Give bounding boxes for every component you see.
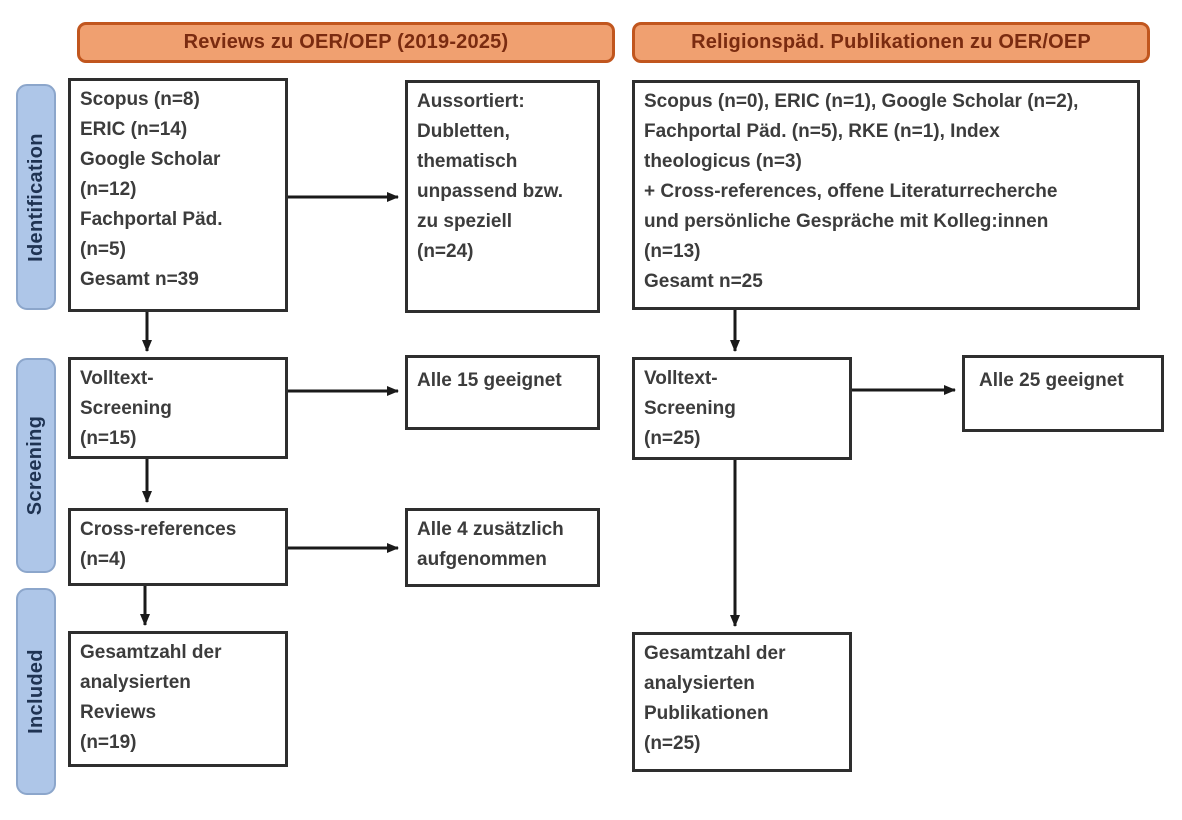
column-header-religionspaed: Religionspäd. Publikationen zu OER/OEP [632,22,1150,63]
flow-box-left-all-suitable: Alle 15 geeignet [405,355,600,430]
flow-box-right-all-suitable: Alle 25 geeignet [962,355,1164,432]
stage-label-screening: Screening [16,358,56,573]
stage-label-identification-text: Identification [24,132,47,262]
flow-box-left-additionally-included: Alle 4 zusätzlich aufgenommen [405,508,600,587]
flow-box-right-total: Gesamtzahl der analysierten Publikatione… [632,632,852,772]
flow-box-left-total: Gesamtzahl der analysierten Reviews (n=1… [68,631,288,767]
flow-box-left-sources: Scopus (n=8) ERIC (n=14) Google Scholar … [68,78,288,312]
stage-label-identification: Identification [16,84,56,310]
flow-box-left-cross-references: Cross-references (n=4) [68,508,288,586]
flow-box-left-fulltext-screening: Volltext- Screening (n=15) [68,357,288,459]
column-header-reviews: Reviews zu OER/OEP (2019-2025) [77,22,615,63]
flow-box-left-sorted-out: Aussortiert: Dubletten, thematisch unpas… [405,80,600,313]
flow-box-right-sources: Scopus (n=0), ERIC (n=1), Google Scholar… [632,80,1140,310]
flow-box-right-fulltext-screening: Volltext- Screening (n=25) [632,357,852,460]
stage-label-screening-text: Screening [24,415,47,516]
stage-label-included-text: Included [24,649,47,734]
stage-label-included: Included [16,588,56,795]
